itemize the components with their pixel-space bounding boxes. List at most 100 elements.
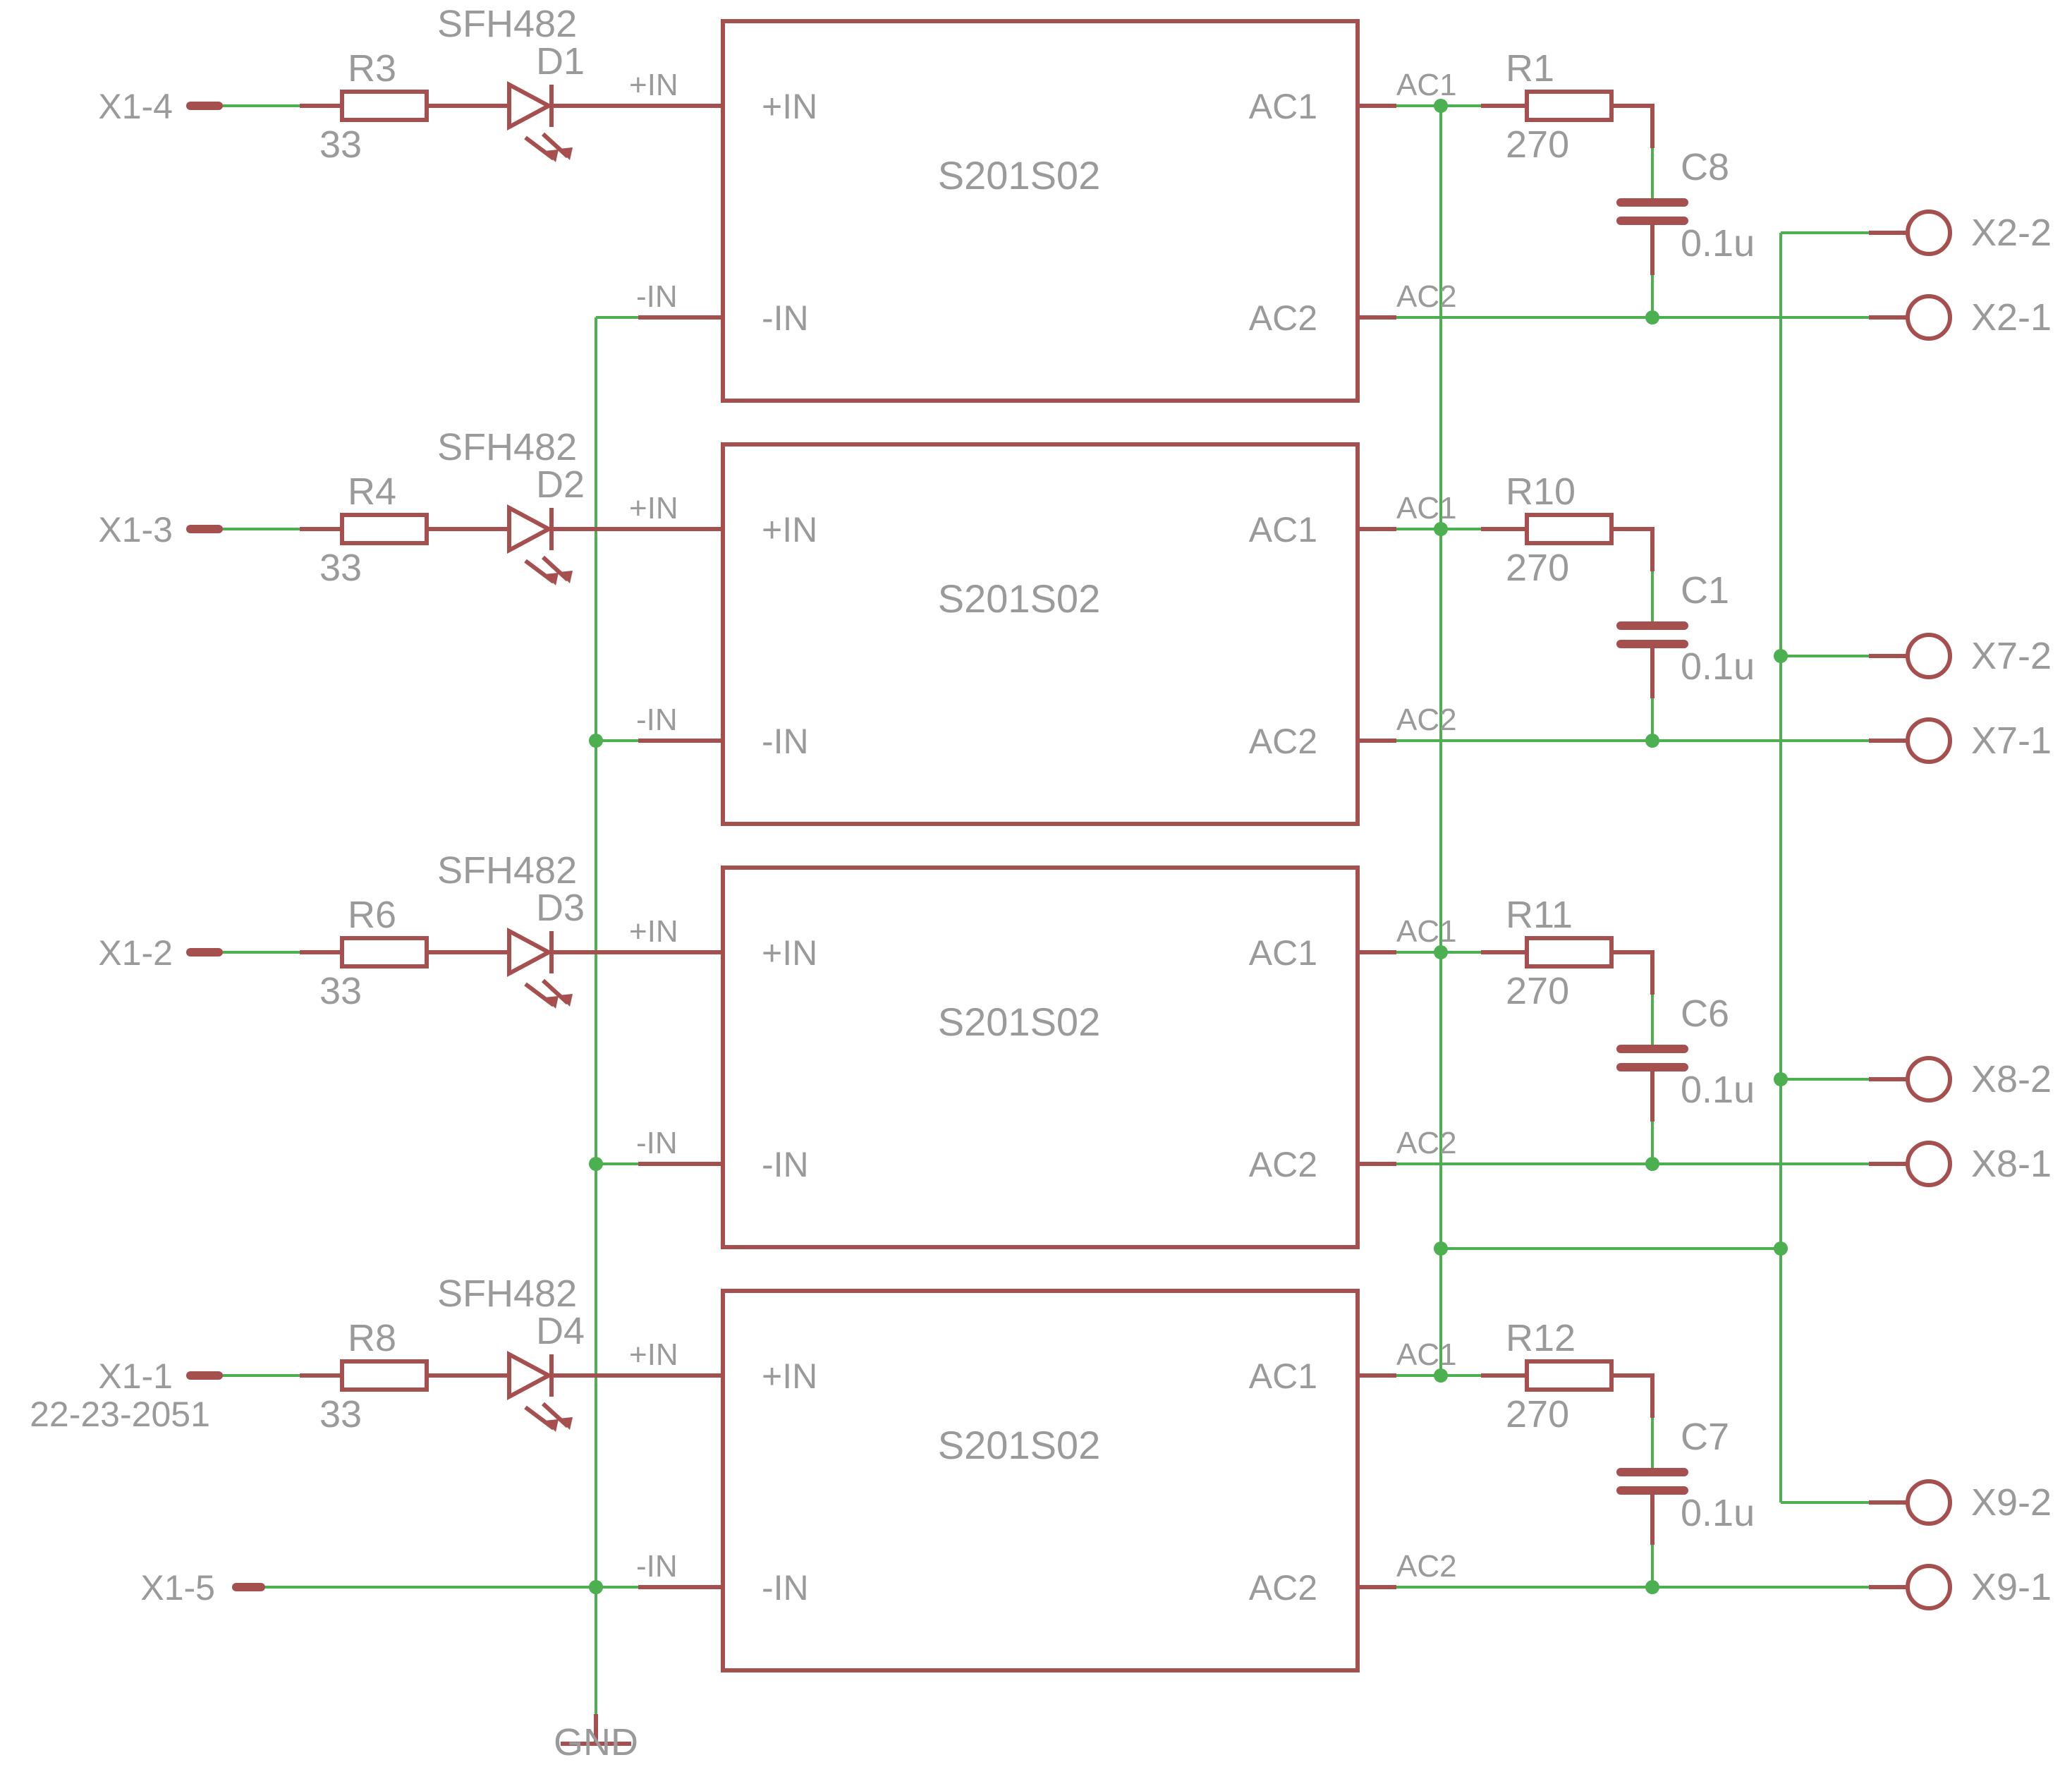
net-label-ac1: AC1	[1396, 491, 1457, 526]
net-label-in-minus: -IN	[636, 279, 678, 314]
snubber-resistor-ref: R11	[1506, 894, 1573, 936]
net-label-ac2: AC2	[1396, 1549, 1457, 1584]
module-name: S201S02	[938, 1000, 1100, 1044]
resistor-value: 33	[319, 123, 362, 166]
led-icon	[507, 927, 554, 978]
junction-dot	[1434, 522, 1448, 536]
junction-dot	[1645, 1580, 1659, 1594]
led-ref: D3	[536, 887, 585, 929]
snubber-capacitor-value: 0.1u	[1681, 222, 1755, 265]
pin-label-ac2: AC2	[1249, 298, 1317, 338]
snubber-resistor-value: 270	[1506, 970, 1569, 1012]
snubber-capacitor-value: 0.1u	[1681, 1492, 1755, 1534]
net-label-ac1: AC1	[1396, 914, 1457, 949]
ground-connector-label: X1-5	[140, 1568, 215, 1608]
snubber-resistor-ref: R10	[1506, 470, 1576, 513]
components	[186, 19, 1952, 1746]
snubber-resistor-value: 270	[1506, 123, 1569, 166]
resistor-ref: R8	[348, 1317, 396, 1359]
junction-dot	[589, 734, 603, 748]
input-connector-label: X1-3	[98, 510, 173, 549]
module-name: S201S02	[938, 153, 1100, 198]
snubber-capacitor-ref: C8	[1681, 146, 1729, 188]
resistor-value: 33	[319, 1393, 362, 1435]
junction-dot	[589, 1157, 603, 1171]
input-connector-label: X1-1	[98, 1356, 173, 1396]
snubber-resistor	[1525, 936, 1614, 968]
resistor-ref: R4	[348, 470, 396, 513]
output-connector-2-label: X9-2	[1971, 1481, 2052, 1524]
pin-label-in-minus: -IN	[762, 722, 809, 761]
ssr-module-box	[721, 442, 1360, 826]
led-value: SFH482	[437, 426, 577, 468]
net-label-ac2: AC2	[1396, 703, 1457, 737]
pin-label-in-minus: -IN	[762, 298, 809, 338]
resistor-lead	[1611, 527, 1654, 571]
snubber-resistor	[1525, 513, 1614, 545]
output-terminal-icon	[1906, 210, 1952, 256]
net-label-in-plus: +IN	[629, 914, 678, 949]
junction-dot	[1774, 1241, 1788, 1256]
net-label-in-minus: -IN	[636, 703, 678, 737]
arrow-head	[559, 147, 573, 160]
output-connector-2-label: X2-2	[1971, 212, 2052, 254]
ground-label: GND	[554, 1721, 638, 1763]
arrow-head	[559, 1417, 573, 1430]
resistor-value: 33	[319, 970, 362, 1012]
snubber-capacitor-ref: C7	[1681, 1416, 1729, 1458]
labels: S201S02+IN-INAC1AC2X1-4R333SFH482D1+IN-I…	[30, 3, 2052, 1763]
pin-label-ac1: AC1	[1249, 87, 1317, 126]
input-connector-label: X1-4	[98, 87, 173, 126]
snubber-resistor-value: 270	[1506, 547, 1569, 589]
resistor-value: 33	[319, 547, 362, 589]
junction-dot	[1645, 310, 1659, 324]
output-terminal-icon	[1906, 633, 1952, 679]
snubber-resistor-ref: R12	[1506, 1317, 1576, 1359]
output-connector-1-label: X8-1	[1971, 1143, 2052, 1185]
output-terminal-icon	[1906, 1479, 1952, 1526]
snubber-capacitor-value: 0.1u	[1681, 645, 1755, 688]
led-icon	[507, 1350, 554, 1401]
junction-dot	[1645, 1157, 1659, 1171]
output-connector-1-label: X7-1	[1971, 719, 2052, 762]
wires	[219, 104, 1869, 1714]
output-connector-1-label: X2-1	[1971, 296, 2052, 339]
pin-label-in-plus: +IN	[762, 87, 817, 126]
output-terminal-icon	[1906, 1564, 1952, 1610]
junctions	[589, 99, 1788, 1594]
led-value: SFH482	[437, 1273, 577, 1315]
resistor-ref: R6	[348, 894, 396, 936]
ssr-module-box	[721, 866, 1360, 1249]
resistor	[340, 513, 429, 545]
pin-label-ac2: AC2	[1249, 722, 1317, 761]
snubber-capacitor-value: 0.1u	[1681, 1069, 1755, 1111]
resistor-lead	[1611, 950, 1654, 995]
snubber-resistor	[1525, 90, 1614, 122]
input-connector-label: X1-2	[98, 933, 173, 973]
pin-label-in-plus: +IN	[762, 933, 817, 973]
module-name: S201S02	[938, 576, 1100, 621]
pin-label-ac1: AC1	[1249, 510, 1317, 549]
ssr-module-box	[721, 19, 1360, 403]
net-label-in-minus: -IN	[636, 1126, 678, 1160]
net-label-in-minus: -IN	[636, 1549, 678, 1584]
led-ref: D2	[536, 463, 585, 506]
arrow-head	[559, 994, 573, 1007]
pin-label-in-plus: +IN	[762, 1356, 817, 1396]
connector-part-number: 22-23-2051	[30, 1395, 210, 1434]
arrow-head	[544, 150, 559, 162]
net-label-ac1: AC1	[1396, 68, 1457, 102]
snubber-capacitor-ref: C6	[1681, 992, 1729, 1035]
output-terminal-icon	[1906, 717, 1952, 764]
ssr-module-box	[721, 1289, 1360, 1672]
arrow-head	[544, 996, 559, 1009]
arrow-head	[544, 1419, 559, 1432]
junction-dot	[1434, 1241, 1448, 1256]
junction-dot	[1434, 945, 1448, 959]
output-terminal-icon	[1906, 1141, 1952, 1187]
snubber-capacitor-ref: C1	[1681, 569, 1729, 612]
net-label-ac1: AC1	[1396, 1337, 1457, 1372]
junction-dot	[1434, 1368, 1448, 1383]
resistor	[340, 1359, 429, 1392]
snubber-resistor-ref: R1	[1506, 47, 1554, 90]
